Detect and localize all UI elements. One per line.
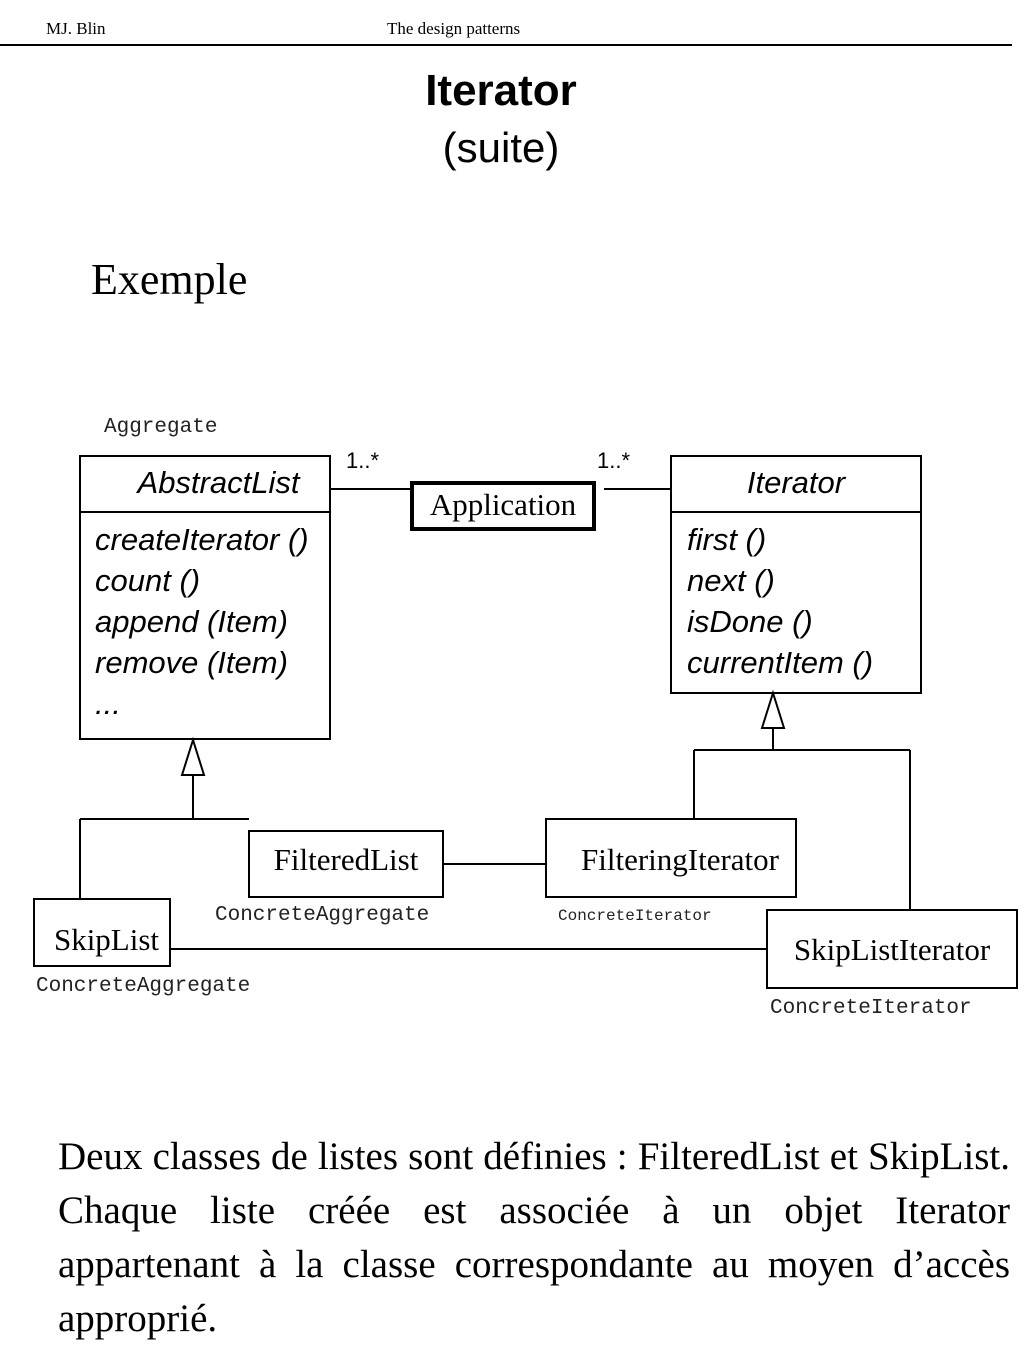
application-name: Application [429,487,577,522]
filtering-iterator-box [545,818,797,898]
filtered-list-name: FilteredList [273,842,419,877]
header-course: The design patterns [387,19,521,38]
filtering-iterator-name: FilteringIterator [581,842,779,877]
application-box [410,481,596,531]
multiplicity-right: 1..* [597,448,631,473]
abstract-list-op: count () [95,563,201,598]
filtering-iterator-stereotype: ConcreteIterator [558,907,712,925]
iterator-op: isDone () [687,604,813,639]
iterator-box [670,455,922,694]
page-title: Iterator [425,66,577,115]
header-rule [0,44,1012,46]
page-subtitle: (suite) [442,124,560,171]
abstract-list-op: createIterator () [95,522,309,557]
skip-list-name: SkipList [53,922,160,957]
abstract-list-name: AbstractList [137,465,300,500]
abstract-list-op: append (Item) [95,604,288,639]
skip-list-box [33,898,171,967]
iterator-op: currentItem () [687,645,874,680]
description-paragraph: Deux classes de listes sont définies : F… [58,1135,1010,1340]
section-label: Exemple [91,255,248,304]
generalization-arrow-abstractlist [180,736,206,776]
header-author: MJ. Blin [46,19,106,38]
abstract-list-box [79,455,331,740]
iterator-op: first () [687,522,767,557]
iterator-name: Iterator [746,465,846,500]
skip-list-iterator-stereotype: ConcreteIterator [770,997,972,1020]
abstract-list-op: ... [95,686,121,721]
skip-list-iterator-name: SkipListIterator [793,932,991,967]
multiplicity-left: 1..* [346,448,380,473]
iterator-op: next () [687,563,775,598]
abstract-list-op: remove (Item) [95,645,288,680]
abstract-list-stereotype: Aggregate [104,416,218,439]
skip-list-stereotype: ConcreteAggregate [36,975,251,998]
generalization-arrow-iterator [760,689,786,729]
filtered-list-stereotype: ConcreteAggregate [215,904,430,927]
